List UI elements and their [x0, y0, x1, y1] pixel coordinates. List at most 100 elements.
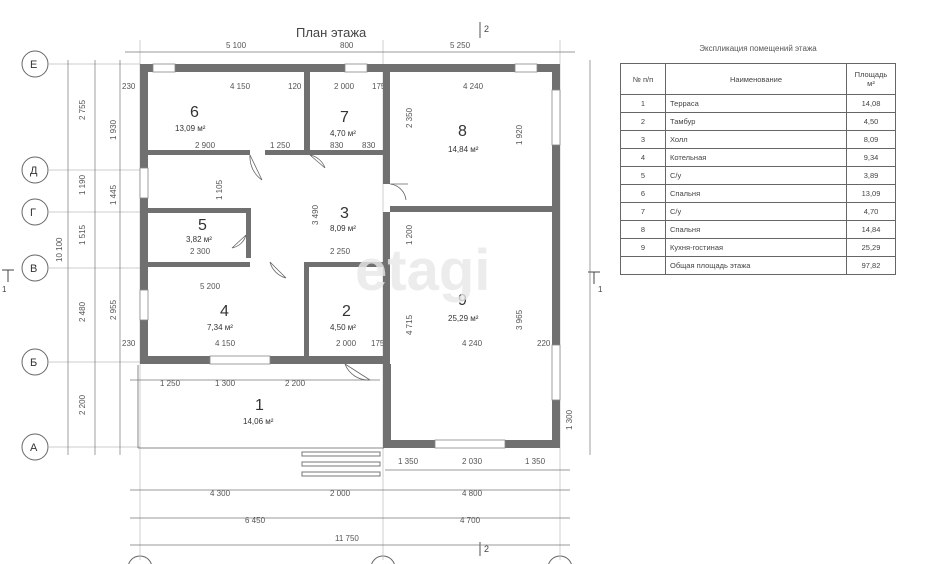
dimension-labels: 5 100 800 5 250 2 755 1 190 1 515 2 480 … [55, 41, 574, 543]
svg-text:3: 3 [340, 205, 349, 222]
svg-text:2 000: 2 000 [336, 339, 357, 348]
svg-text:1 350: 1 350 [398, 457, 419, 466]
cell-number: 6 [620, 184, 666, 203]
windows [139, 63, 561, 449]
svg-text:2 900: 2 900 [195, 141, 216, 150]
svg-text:3,82 м²: 3,82 м² [186, 235, 212, 244]
svg-text:230: 230 [122, 82, 136, 91]
svg-text:1 250: 1 250 [270, 141, 291, 150]
axis-v: В [21, 254, 49, 282]
section-mark-top: 2 [484, 24, 489, 34]
axis-d: Д [21, 156, 49, 184]
svg-text:1 515: 1 515 [78, 224, 87, 245]
svg-text:2 300: 2 300 [190, 247, 211, 256]
svg-text:14,84 м²: 14,84 м² [448, 145, 479, 154]
cell-name: Терраса [665, 94, 847, 113]
dimension-lines [67, 51, 591, 546]
svg-text:2: 2 [342, 303, 351, 320]
svg-text:1 350: 1 350 [525, 457, 546, 466]
svg-text:4 715: 4 715 [405, 314, 414, 335]
header-name: Наименование [665, 63, 847, 95]
svg-text:2 250: 2 250 [330, 247, 351, 256]
svg-text:1 300: 1 300 [565, 409, 574, 430]
svg-text:4: 4 [220, 303, 229, 320]
svg-text:В: В [30, 263, 37, 275]
cell-area: 14,84 [846, 220, 896, 239]
svg-text:4,70 м²: 4,70 м² [330, 129, 356, 138]
cell-number: 9 [620, 238, 666, 257]
schedule-header-row: № п/п Наименование Площадь м² [620, 63, 896, 95]
cell-name: С/у [665, 166, 847, 185]
cell-area: 3,89 [846, 166, 896, 185]
svg-text:2 350: 2 350 [405, 107, 414, 128]
room-3: 38,09 м² [330, 205, 356, 233]
cell-name: Кухня-гостиная [665, 238, 847, 257]
svg-text:1: 1 [598, 285, 603, 294]
header-area: Площадь м² [846, 63, 896, 95]
svg-text:8: 8 [458, 123, 467, 140]
svg-text:5 250: 5 250 [450, 41, 471, 50]
room-4: 4 7,34 м² [207, 303, 233, 332]
room-2: 2 4,50 м² [330, 303, 356, 332]
axis-g: Г [21, 198, 49, 226]
svg-text:2 030: 2 030 [462, 457, 483, 466]
cell-name: Спальня [665, 184, 847, 203]
svg-text:1 920: 1 920 [515, 124, 524, 145]
svg-text:175: 175 [371, 339, 385, 348]
svg-text:4 800: 4 800 [462, 489, 483, 498]
cell-number [620, 256, 666, 275]
svg-text:25,29 м²: 25,29 м² [448, 314, 479, 323]
svg-text:1 930: 1 930 [109, 119, 118, 140]
svg-text:1 190: 1 190 [78, 174, 87, 195]
svg-text:1: 1 [2, 285, 7, 294]
svg-text:830: 830 [362, 141, 376, 150]
axis-a: А [21, 433, 49, 461]
svg-text:А: А [30, 442, 38, 454]
cell-number: 8 [620, 220, 666, 239]
svg-text:9: 9 [458, 292, 467, 309]
cell-number: 5 [620, 166, 666, 185]
cell-area: 13,09 [846, 184, 896, 203]
room-1: 114,06 м² [243, 397, 274, 426]
svg-text:3 965: 3 965 [515, 309, 524, 330]
svg-text:6: 6 [190, 104, 199, 121]
svg-text:5: 5 [198, 217, 207, 234]
svg-text:Г: Г [30, 207, 36, 219]
svg-text:Е: Е [30, 59, 37, 71]
svg-text:Б: Б [30, 357, 37, 369]
svg-text:2 200: 2 200 [285, 379, 306, 388]
svg-text:10 100: 10 100 [55, 237, 64, 262]
svg-text:220: 220 [537, 339, 551, 348]
svg-text:5 100: 5 100 [226, 41, 247, 50]
svg-text:230: 230 [122, 339, 136, 348]
room-8: 8 14,84 м² [448, 123, 479, 154]
cell-area: 8,09 [846, 130, 896, 149]
cell-number: 3 [620, 130, 666, 149]
svg-text:830: 830 [330, 141, 344, 150]
svg-text:2 000: 2 000 [334, 82, 355, 91]
cell-area: 4,70 [846, 202, 896, 221]
svg-text:7,34 м²: 7,34 м² [207, 323, 233, 332]
svg-text:6 450: 6 450 [245, 516, 266, 525]
svg-text:1 445: 1 445 [109, 184, 118, 205]
cell-name: С/у [665, 202, 847, 221]
svg-text:4,50 м²: 4,50 м² [330, 323, 356, 332]
svg-text:800: 800 [340, 41, 354, 50]
svg-text:2 955: 2 955 [109, 299, 118, 320]
cell-number: 7 [620, 202, 666, 221]
cell-area: 9,34 [846, 148, 896, 167]
svg-text:5 200: 5 200 [200, 282, 221, 291]
cell-area: 14,08 [846, 94, 896, 113]
svg-text:1 250: 1 250 [160, 379, 181, 388]
axis-b: Б [21, 348, 49, 376]
svg-text:4 700: 4 700 [460, 516, 481, 525]
